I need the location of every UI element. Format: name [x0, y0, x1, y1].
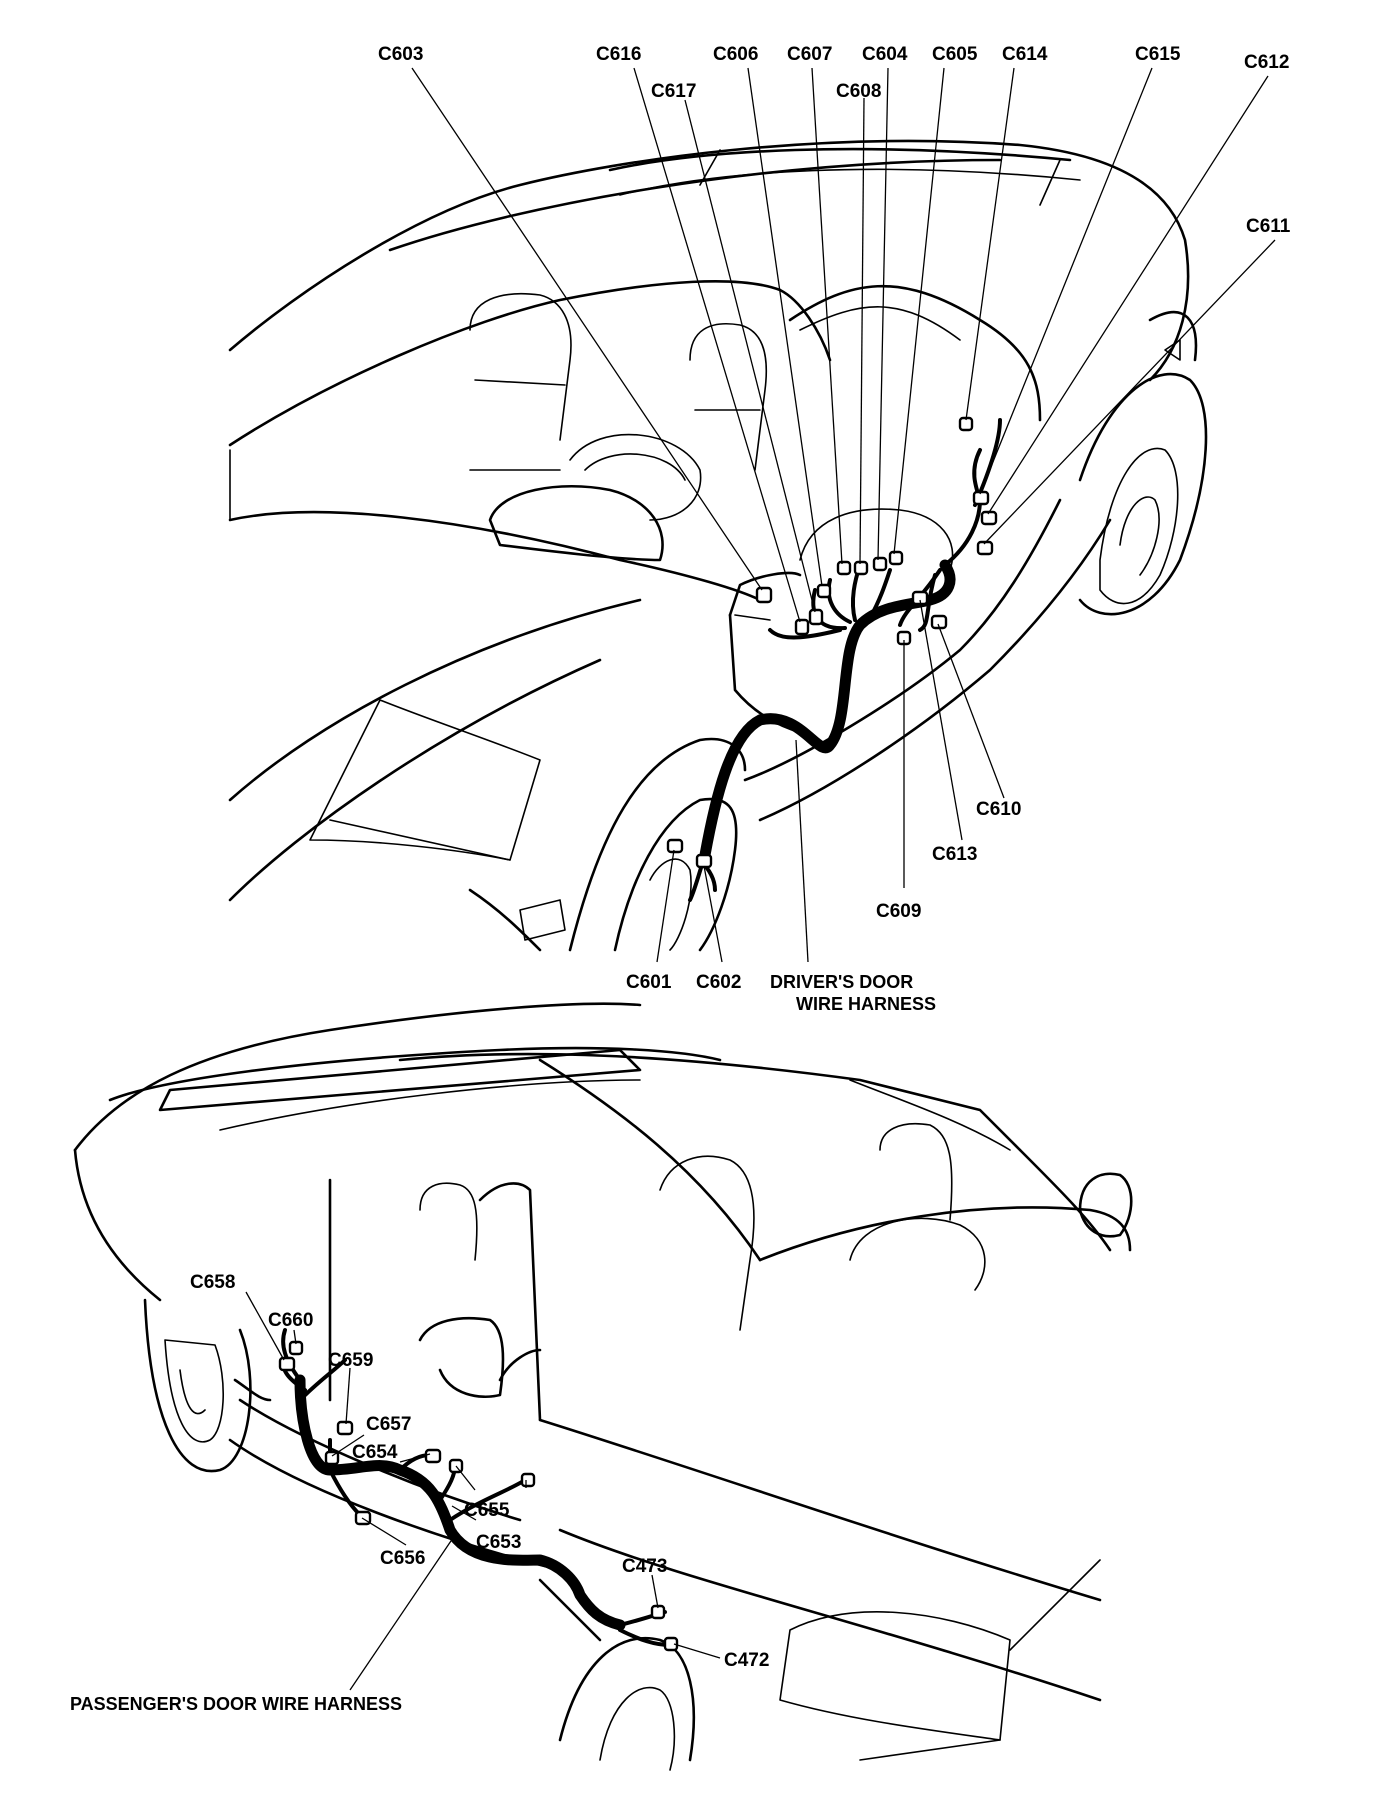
- driver-leader-lines: [411, 67, 1276, 963]
- connector-c654: [424, 1448, 442, 1464]
- label-c657: C657: [366, 1414, 411, 1435]
- label-c609: C609: [876, 901, 921, 922]
- passenger-harness-trunk: [294, 1374, 626, 1631]
- label-c615: C615: [1135, 44, 1181, 65]
- connector-c601: [666, 838, 684, 854]
- label-c656: C656: [380, 1548, 425, 1569]
- label-c614: C614: [1002, 44, 1048, 65]
- driver-harness-label-line1: DRIVER'S DOOR: [770, 972, 913, 992]
- passenger-car-illustration: [73, 1002, 1133, 1771]
- driver-labels: C603 C616 C617 C606 C607 C608 C604 C605 …: [378, 44, 1291, 1014]
- connector-c615: [972, 490, 990, 506]
- connector-c611: [976, 540, 994, 556]
- label-c604: C604: [862, 44, 908, 65]
- driver-harness-trunk: [699, 559, 956, 861]
- connector-c612: [980, 510, 998, 526]
- connector-c603: [755, 586, 773, 604]
- connector-c602: [695, 853, 713, 869]
- label-c472: C472: [724, 1650, 769, 1671]
- label-c654: C654: [352, 1442, 398, 1463]
- connector-c607: [836, 560, 852, 576]
- passenger-leader-lines: [245, 1291, 721, 1691]
- label-c607: C607: [787, 44, 832, 65]
- connector-c659: [336, 1420, 354, 1436]
- connector-c616: [794, 618, 810, 636]
- label-c617: C617: [651, 81, 696, 102]
- label-c605: C605: [932, 44, 978, 65]
- passenger-harness-label: PASSENGER'S DOOR WIRE HARNESS: [70, 1694, 402, 1714]
- passenger-door-harness-routing: [281, 1328, 672, 1647]
- label-c653: C653: [476, 1532, 521, 1553]
- label-c658: C658: [190, 1272, 235, 1293]
- passenger-labels: C658 C660 C659 C657 C654 C655 C653 C656 …: [70, 1272, 769, 1714]
- label-c603: C603: [378, 44, 423, 65]
- label-c613: C613: [932, 844, 977, 865]
- connector-c604: [872, 556, 888, 572]
- connector-c605: [888, 550, 904, 566]
- label-c655: C655: [464, 1500, 510, 1521]
- connector-c472: [663, 1636, 679, 1652]
- connector-c658: [278, 1356, 296, 1372]
- driver-car-illustration: [228, 139, 1208, 952]
- label-c473: C473: [622, 1556, 667, 1577]
- label-c601: C601: [626, 972, 672, 993]
- label-c611: C611: [1246, 216, 1291, 237]
- passenger-connectors: [278, 1340, 679, 1652]
- label-c612: C612: [1244, 52, 1289, 73]
- connector-c657: [324, 1450, 340, 1466]
- connector-c617: [808, 608, 824, 626]
- label-c616: C616: [596, 44, 641, 65]
- label-c660: C660: [268, 1310, 313, 1331]
- label-c602: C602: [696, 972, 741, 993]
- driver-harness-label-line2: WIRE HARNESS: [796, 994, 936, 1014]
- label-c659: C659: [328, 1350, 373, 1371]
- label-c608: C608: [836, 81, 881, 102]
- connector-c606: [816, 583, 832, 599]
- connector-c653: [520, 1472, 536, 1488]
- connector-c613: [911, 590, 929, 606]
- connector-c608: [853, 560, 869, 576]
- label-c610: C610: [976, 799, 1021, 820]
- driver-connectors: [666, 416, 998, 869]
- label-c606: C606: [713, 44, 758, 65]
